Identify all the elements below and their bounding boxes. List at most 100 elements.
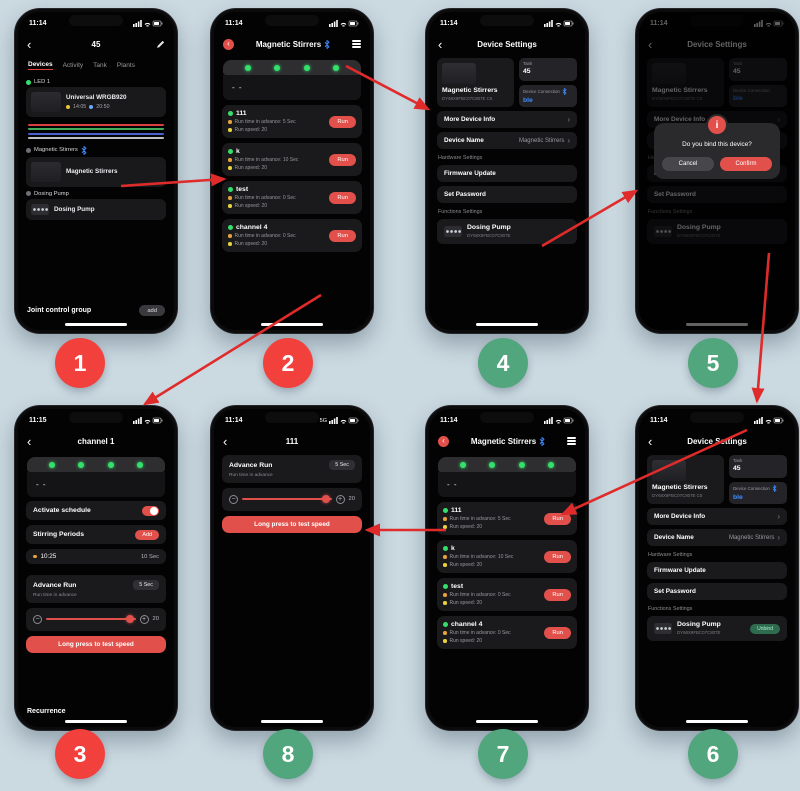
- firmware-update-row[interactable]: Firmware Update: [437, 165, 577, 183]
- test-speed-button[interactable]: Long press to test speed: [222, 515, 362, 533]
- test-speed-button[interactable]: Long press to test speed: [26, 635, 166, 653]
- run-button[interactable]: Run: [544, 512, 571, 525]
- back-button[interactable]: ‹: [27, 36, 32, 52]
- stirrer-device-card[interactable]: Magnetic Stirrers: [26, 156, 166, 187]
- channel-indicator-icon: [78, 461, 85, 468]
- connection-label: Device Connection: [733, 484, 783, 492]
- channel-advance-text: Run time in advance: 10 Sec: [234, 157, 299, 163]
- dosing-pump-icon: [654, 623, 672, 635]
- advance-run-value[interactable]: 5 Sec: [329, 460, 355, 470]
- back-button[interactable]: ‹: [648, 433, 653, 449]
- phone-notch: [69, 15, 123, 26]
- pump-device-card[interactable]: Dosing Pump: [26, 198, 166, 220]
- tab-activity[interactable]: Activity: [62, 62, 84, 69]
- add-group-button[interactable]: add: [139, 305, 165, 316]
- led-info: Universal WRGB920 14:05 20:50: [66, 94, 127, 110]
- settings-header: ‹ Device Settings: [429, 32, 585, 56]
- run-button[interactable]: Run: [544, 550, 571, 563]
- run-button[interactable]: Run: [329, 191, 356, 204]
- channel-info: k Run time in advance: 10 Sec Run speed:…: [228, 148, 329, 171]
- clock-icon: [443, 517, 447, 521]
- increase-speed-button[interactable]: +: [139, 614, 149, 624]
- tab-devices[interactable]: Devices: [28, 61, 53, 70]
- edit-icon[interactable]: [156, 40, 165, 49]
- firmware-update-row[interactable]: Firmware Update: [647, 562, 787, 580]
- run-button[interactable]: Run: [329, 153, 356, 166]
- tab-plants[interactable]: Plants: [116, 62, 135, 69]
- channel-list: 111 Run time in advance: 5 Sec Run speed…: [214, 102, 370, 255]
- led-device-name: Universal WRGB920: [66, 94, 127, 101]
- joint-control-label: Joint control group: [27, 307, 92, 314]
- status-bar: 11:14: [18, 12, 174, 32]
- set-password-row[interactable]: Set Password: [647, 583, 787, 601]
- speed-slider-thumb[interactable]: [321, 495, 330, 503]
- more-device-info-row[interactable]: More Device Info›: [437, 111, 577, 129]
- confirm-button[interactable]: Confirm: [720, 157, 772, 171]
- channel-row[interactable]: k Run time in advance: 10 Sec Run speed:…: [222, 143, 362, 176]
- screen-title-group: Magnetic Stirrers: [471, 437, 545, 446]
- back-button[interactable]: ‹: [438, 36, 443, 52]
- moon-icon: [89, 105, 94, 109]
- run-button[interactable]: Run: [544, 588, 571, 601]
- decrease-speed-button[interactable]: −: [229, 494, 238, 504]
- back-button[interactable]: ‹: [223, 433, 228, 449]
- activate-schedule-toggle[interactable]: [142, 505, 159, 516]
- back-button[interactable]: ‹: [27, 433, 32, 449]
- back-button[interactable]: ‹: [223, 38, 234, 50]
- device-identity: Magnetic Stirrers DY68X9FBC07C807E C5: [647, 455, 724, 505]
- dosing-pump-row[interactable]: Dosing Pump DY68X9FBC07C807E: [437, 219, 577, 245]
- channel-row[interactable]: channel 4 Run time in advance: 0 Sec Run…: [222, 219, 362, 252]
- connection-label: Device Connection: [523, 87, 573, 95]
- channel-advance-text: Run time in advance: 0 Sec: [234, 195, 296, 201]
- channel-row[interactable]: channel 4 Run time in advance: 0 Sec Run…: [437, 616, 577, 649]
- step-number: 2: [281, 349, 295, 376]
- phone-step-4: 11:14 ‹ Device Settings Magnetic Stirrer…: [425, 8, 589, 334]
- increase-speed-button[interactable]: +: [335, 494, 345, 504]
- channel-name-line: k: [228, 148, 329, 155]
- channel-speed-text: Run speed: 20: [234, 203, 268, 209]
- channel-row[interactable]: k Run time in advance: 10 Sec Run speed:…: [437, 540, 577, 573]
- back-button[interactable]: ‹: [438, 435, 449, 447]
- connection-value: ble: [733, 493, 743, 501]
- spectrum-blue-bar: [28, 132, 164, 135]
- speed-slider-track[interactable]: [242, 495, 332, 503]
- more-device-info-row[interactable]: More Device Info›: [647, 508, 787, 526]
- add-period-button[interactable]: Add: [135, 529, 159, 540]
- channel-row[interactable]: test Run time in advance: 0 Sec Run spee…: [437, 578, 577, 611]
- dosing-pump-info: Dosing Pump DY68X9FBC07C807E: [467, 224, 511, 239]
- channel-row[interactable]: 111 Run time in advance: 5 Sec Run speed…: [222, 105, 362, 138]
- cancel-button[interactable]: Cancel: [662, 157, 714, 171]
- advance-run-card: Advance Run 5 Sec Run time in advance: [26, 575, 166, 603]
- dosing-pump-icon: [31, 203, 49, 215]
- advance-run-value[interactable]: 5 Sec: [133, 580, 159, 590]
- period-row[interactable]: 10:25 10 Sec: [26, 549, 166, 564]
- phone-step-6: 11:14 ‹ Device Settings Magnetic Stirrer…: [635, 405, 799, 731]
- decrease-speed-button[interactable]: −: [33, 614, 42, 624]
- run-button[interactable]: Run: [329, 229, 356, 242]
- menu-icon[interactable]: [351, 40, 361, 48]
- status-time: 11:14: [225, 417, 243, 424]
- signal-wifi-battery-icon: [329, 417, 359, 424]
- led-device-card[interactable]: Universal WRGB920 14:05 20:50: [26, 87, 166, 117]
- run-button[interactable]: Run: [329, 115, 356, 128]
- channel-row[interactable]: 111 Run time in advance: 5 Sec Run speed…: [437, 502, 577, 535]
- channel-advance-line: Run time in advance: 10 Sec: [443, 554, 544, 560]
- functions-settings-header: Functions Settings: [438, 209, 483, 216]
- tab-tank[interactable]: Tank: [93, 62, 107, 69]
- channel-row[interactable]: test Run time in advance: 0 Sec Run spee…: [222, 181, 362, 214]
- channel-name: test: [451, 583, 464, 590]
- menu-icon[interactable]: [566, 437, 576, 445]
- channel-speed-text: Run speed: 20: [449, 524, 483, 530]
- dosing-pump-row[interactable]: Dosing Pump DY68X9FBC07C807E Unbind: [647, 616, 787, 642]
- chevron-right-icon: ›: [777, 512, 780, 522]
- speed-slider-thumb[interactable]: [125, 615, 134, 623]
- unbind-button[interactable]: Unbind: [750, 623, 780, 634]
- set-password-row[interactable]: Set Password: [437, 186, 577, 204]
- status-time: 11:14: [29, 20, 47, 27]
- run-button[interactable]: Run: [544, 626, 571, 639]
- speed-slider-track[interactable]: [46, 615, 136, 623]
- channel-indicator-icon: [274, 64, 281, 71]
